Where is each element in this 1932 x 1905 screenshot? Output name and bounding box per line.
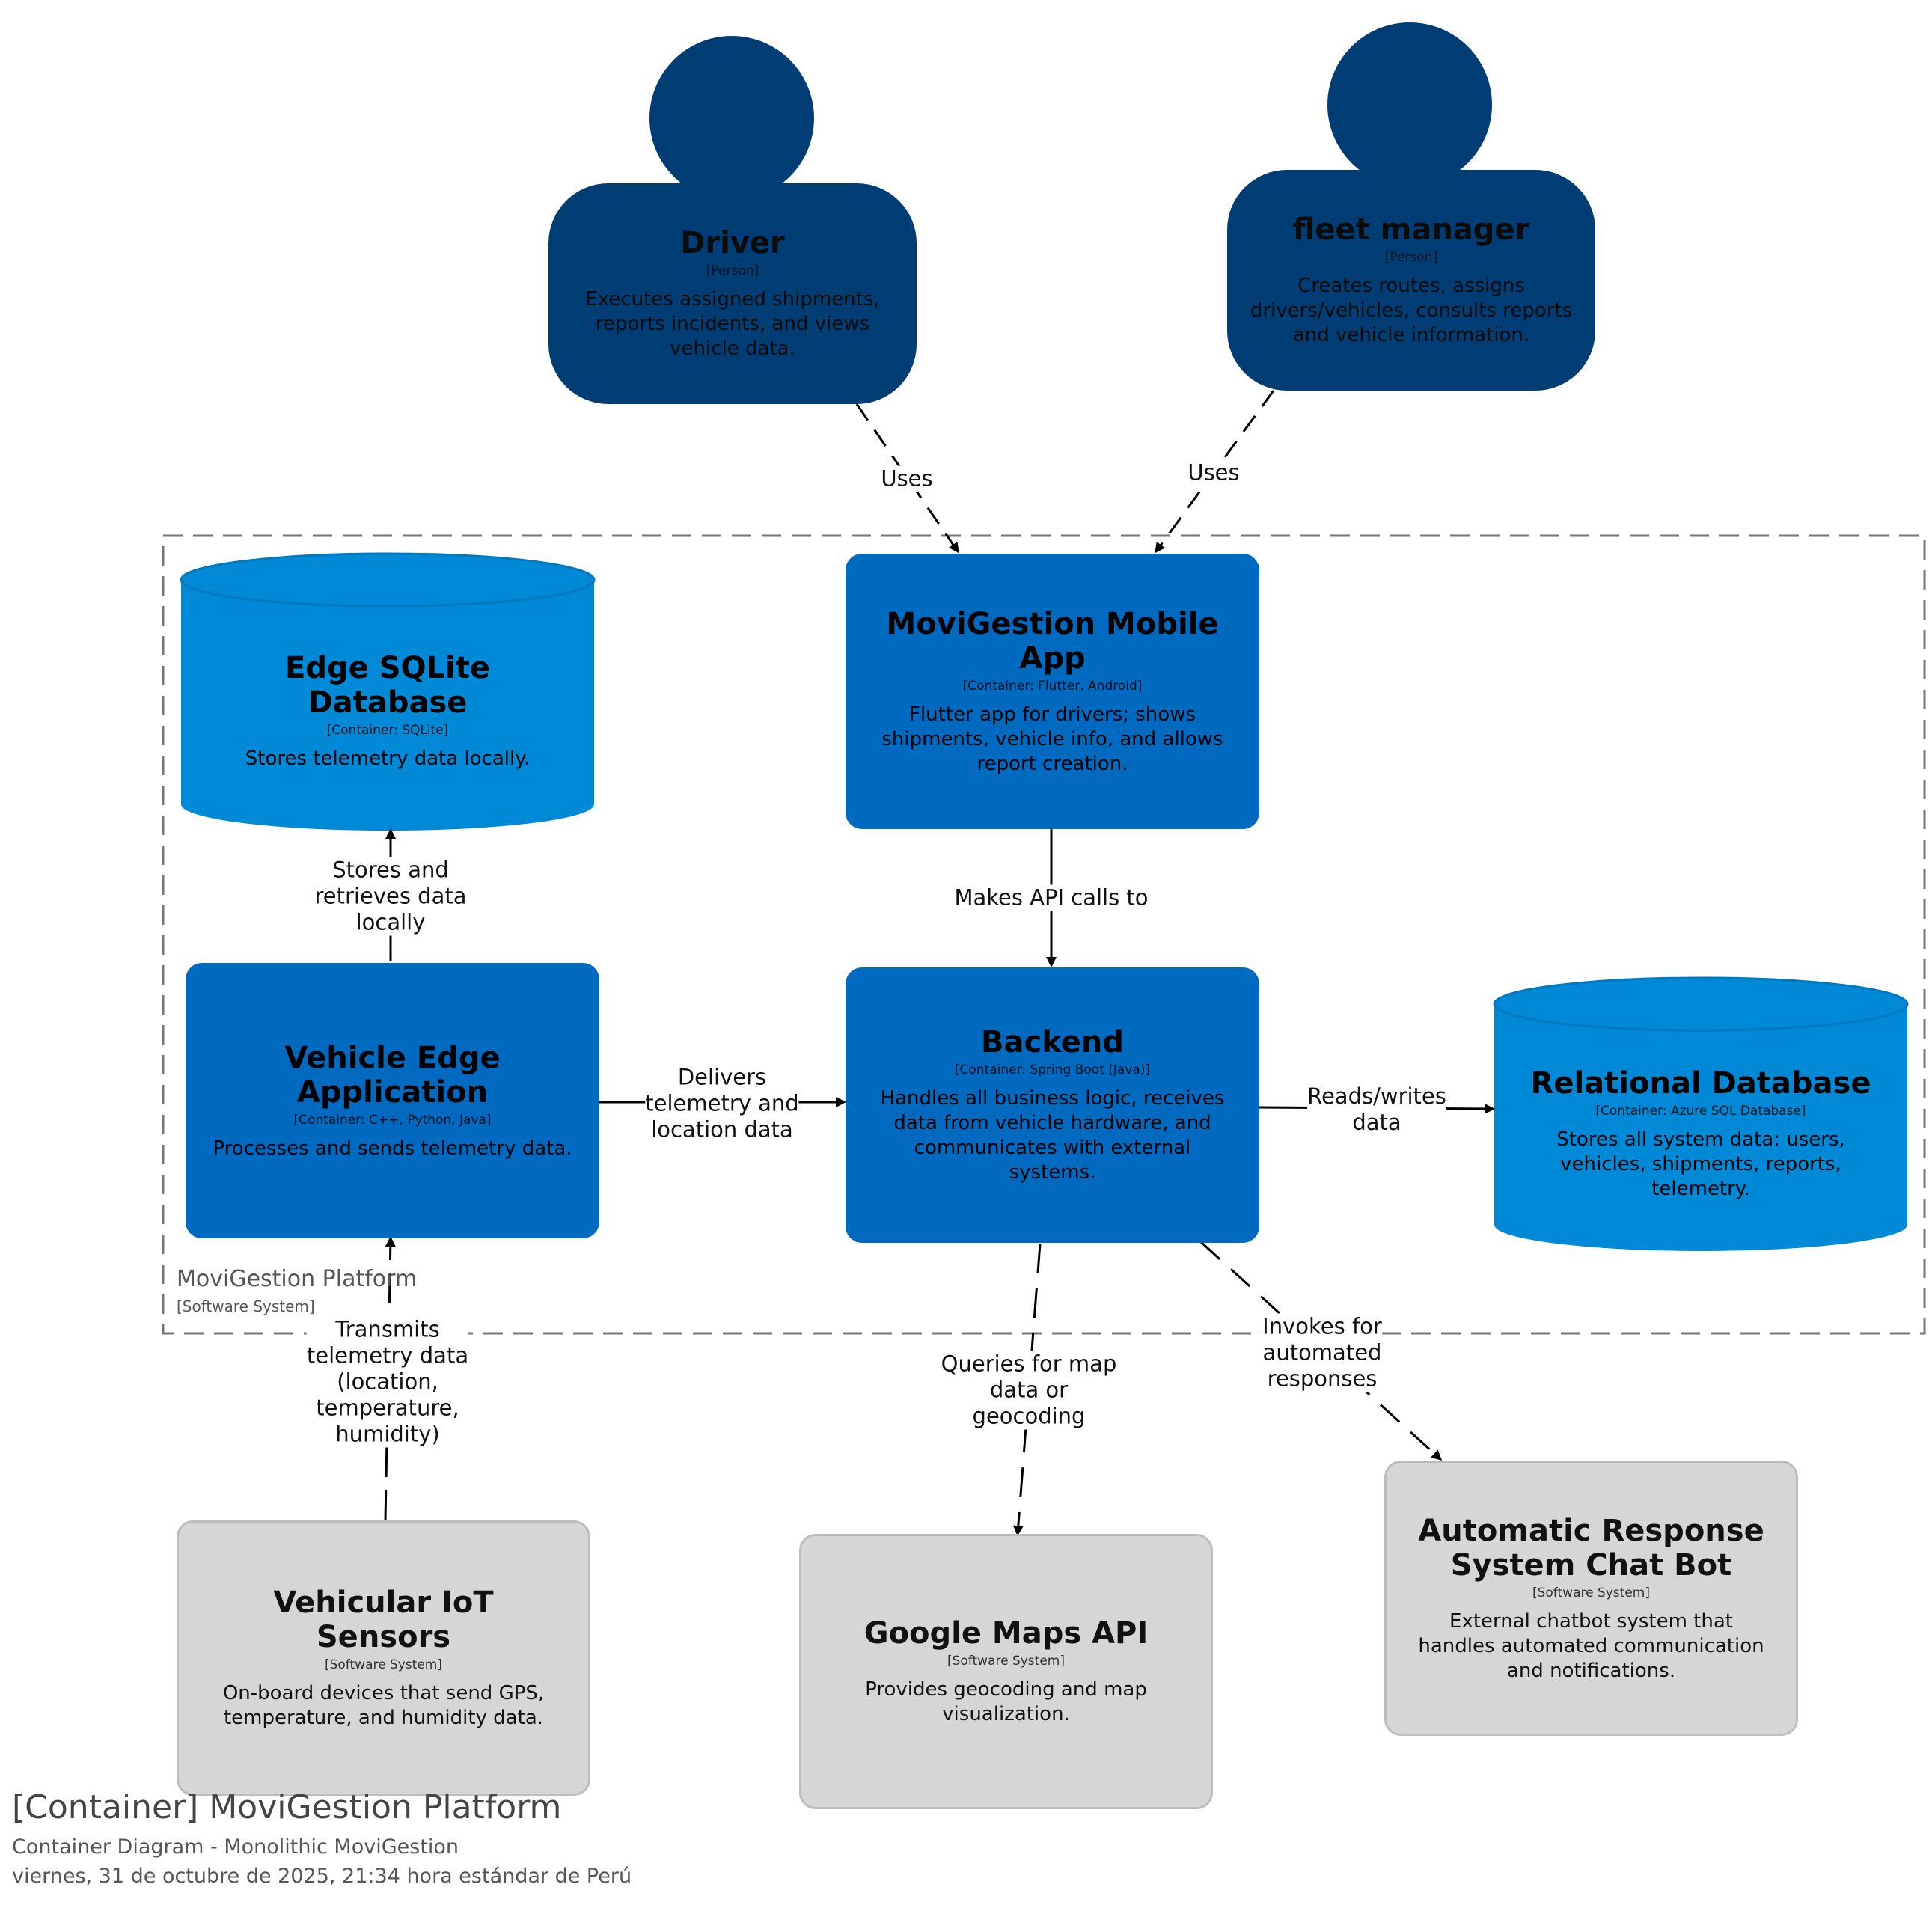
label-maps-query: Queries for map data or geocoding xyxy=(941,1351,1117,1430)
label-edge-deliver: Delivers telemetry and location data xyxy=(645,1064,799,1143)
label-edge-store: Stores and retrieves data locally xyxy=(314,857,467,936)
google-maps-system: Google Maps API [Software System] Provid… xyxy=(799,1534,1213,1809)
rel-chatbot-invoke xyxy=(1199,1241,1443,1461)
fleet-manager-head xyxy=(1327,22,1492,187)
edge-db-title: Edge SQLite Database xyxy=(285,650,490,720)
boundary-name: MoviGestion Platform xyxy=(177,1266,418,1292)
driver-type: [Person] xyxy=(706,263,759,278)
fleet-manager-person: fleet manager [Person] Creates routes, a… xyxy=(1227,170,1595,391)
edge-app-container: Vehicle Edge Application [Container: C++… xyxy=(186,963,599,1238)
edge-app-desc: Processes and sends telemetry data. xyxy=(213,1137,572,1160)
mobile-app-title: MoviGestion Mobile App xyxy=(886,606,1219,676)
diagram-date: viernes, 31 de octubre de 2025, 21:34 ho… xyxy=(12,1865,632,1888)
boundary-type: [Software System] xyxy=(177,1297,315,1315)
driver-title: Driver xyxy=(680,226,785,260)
relational-db-tech: [Container: Azure SQL Database] xyxy=(1595,1103,1806,1119)
edge-app-title: Vehicle Edge Application xyxy=(284,1040,501,1110)
mobile-app-container: MoviGestion Mobile App [Container: Flutt… xyxy=(846,554,1259,829)
label-backend-db: Reads/writes data xyxy=(1307,1083,1446,1136)
maps-type: [Software System] xyxy=(947,1654,1065,1669)
fleet-manager-title: fleet manager xyxy=(1292,212,1530,247)
chatbot-type: [Software System] xyxy=(1532,1585,1650,1600)
chatbot-system: Automatic Response System Chat Bot [Soft… xyxy=(1384,1461,1798,1736)
relational-db-title: Relational Database xyxy=(1530,1065,1871,1101)
diagram-subtitle: Container Diagram - Monolithic MoviGesti… xyxy=(12,1835,459,1859)
backend-tech: [Container: Spring Boot (Java)] xyxy=(954,1062,1151,1077)
edge-app-tech: [Container: C++, Python, Java] xyxy=(293,1112,492,1128)
fleet-manager-type: [Person] xyxy=(1384,250,1438,265)
label-chatbot-invoke: Invokes for automated responses xyxy=(1262,1313,1382,1392)
maps-desc: Provides geocoding and map visualization… xyxy=(865,1678,1147,1725)
driver-head xyxy=(649,36,814,201)
iot-desc: On-board devices that send GPS, temperat… xyxy=(222,1682,545,1729)
label-iot-transmit: Transmits telemetry data (location, temp… xyxy=(306,1316,469,1448)
driver-person: Driver [Person] Executes assigned shipme… xyxy=(548,183,917,404)
edge-db-desc: Stores telemetry data locally. xyxy=(245,747,531,770)
backend-container: Backend [Container: Spring Boot (Java)] … xyxy=(846,967,1259,1243)
chatbot-desc: External chatbot system that handles aut… xyxy=(1418,1609,1764,1682)
edge-db-tech: [Container: SQLite] xyxy=(326,722,449,738)
diagram-title: [Container] MoviGestion Platform xyxy=(12,1788,562,1826)
label-manager-uses: Uses xyxy=(1187,459,1240,486)
system-boundary xyxy=(162,534,1926,1335)
chatbot-title: Automatic Response System Chat Bot xyxy=(1418,1513,1764,1583)
backend-title: Backend xyxy=(981,1025,1124,1059)
maps-title: Google Maps API xyxy=(863,1616,1149,1651)
label-api-calls: Makes API calls to xyxy=(954,884,1149,911)
edge-db-container: Edge SQLite Database [Container: SQLite]… xyxy=(181,621,594,801)
iot-sensors-system: Vehicular IoT Sensors [Software System] … xyxy=(177,1520,590,1796)
fleet-manager-desc: Creates routes, assigns drivers/vehicles… xyxy=(1250,275,1573,346)
mobile-app-desc: Flutter app for drivers; shows shipments… xyxy=(881,703,1223,775)
relational-db-desc: Stores all system data: users, vehicles,… xyxy=(1556,1128,1845,1200)
mobile-app-tech: [Container: Flutter, Android] xyxy=(962,678,1143,694)
edge-db-cylinder xyxy=(180,552,596,831)
iot-type: [Software System] xyxy=(324,1657,442,1672)
driver-desc: Executes assigned shipments, reports inc… xyxy=(585,288,880,360)
relational-db-cylinder xyxy=(1493,976,1909,1251)
label-driver-uses: Uses xyxy=(881,465,933,492)
backend-desc: Handles all business logic, receives dat… xyxy=(880,1087,1225,1184)
relational-db-container: Relational Database [Container: Azure SQ… xyxy=(1494,1044,1907,1223)
iot-title: Vehicular IoT Sensors xyxy=(273,1586,494,1654)
